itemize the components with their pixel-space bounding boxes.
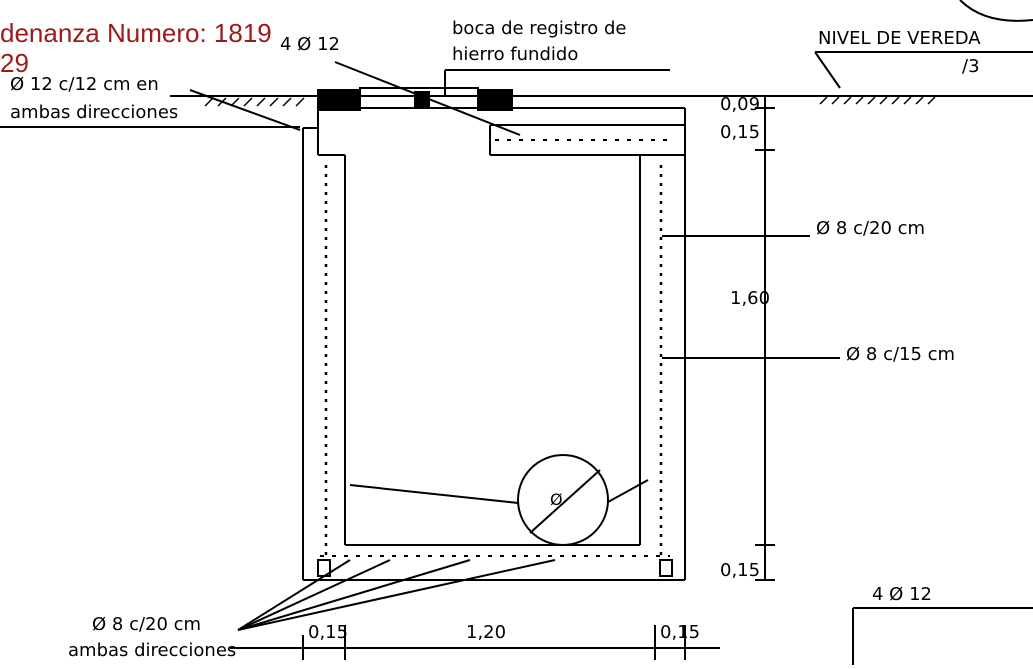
label-slab-bars-line2: ambas direcciones — [10, 102, 179, 123]
label-pipe-symbol: Ø — [550, 490, 563, 509]
dim-base-thickness: 0,15 — [720, 560, 761, 581]
pipe-leader-left — [349, 484, 519, 504]
label-cover-bars: 4 Ø 12 — [280, 34, 340, 55]
ground-hatch-left — [204, 97, 305, 107]
dim-slab-thickness: 0,15 — [720, 122, 761, 143]
leader-base-2 — [237, 559, 391, 631]
label-wall-bars-lower: Ø 8 c/15 cm — [846, 344, 956, 365]
pipe-diameter-line — [529, 469, 601, 534]
ordinance-suffix: 29 — [0, 48, 29, 78]
label-sidewalk-level: NIVEL DE VEREDA — [818, 28, 981, 49]
pipe-leader-right — [607, 479, 649, 503]
label-base-bars-line2: ambas direcciones — [68, 640, 237, 661]
leader-cover-bars — [334, 61, 521, 136]
leader-base-3 — [237, 559, 471, 631]
label-base-bars-line1: Ø 8 c/20 cm — [92, 614, 202, 635]
leader-base-4 — [237, 559, 556, 631]
label-slab-bars-line1: Ø 12 c/12 cm en — [10, 74, 159, 95]
label-manhole-line1: boca de registro de — [452, 18, 627, 39]
leader-base-1 — [237, 559, 351, 631]
dim-right-wall: 0,15 — [660, 622, 701, 643]
outlet-pipe — [517, 454, 609, 546]
leader-slab-bars — [189, 89, 301, 131]
label-bottom-right-bars: 4 Ø 12 — [872, 584, 932, 605]
label-manhole-line2: hierro fundido — [452, 44, 579, 65]
leader-sidewalk-arrow — [814, 51, 841, 89]
stamp-arc — [959, 0, 1033, 22]
dim-top-offset: 0,09 — [720, 94, 761, 115]
ordinance-number: denanza Numero: 1819 — [0, 18, 272, 48]
dim-left-wall: 0,15 — [308, 622, 349, 643]
dim-inner-width: 1,20 — [466, 622, 507, 643]
ground-hatch-right — [819, 96, 936, 105]
dim-inner-height: 1,60 — [730, 288, 771, 309]
label-wall-bars-upper: Ø 8 c/20 cm — [816, 218, 926, 239]
cover-frame-right — [477, 89, 513, 111]
label-level-mark: /3 — [962, 56, 980, 77]
base-corner-right — [659, 559, 673, 577]
cover-frame-left — [317, 89, 361, 111]
